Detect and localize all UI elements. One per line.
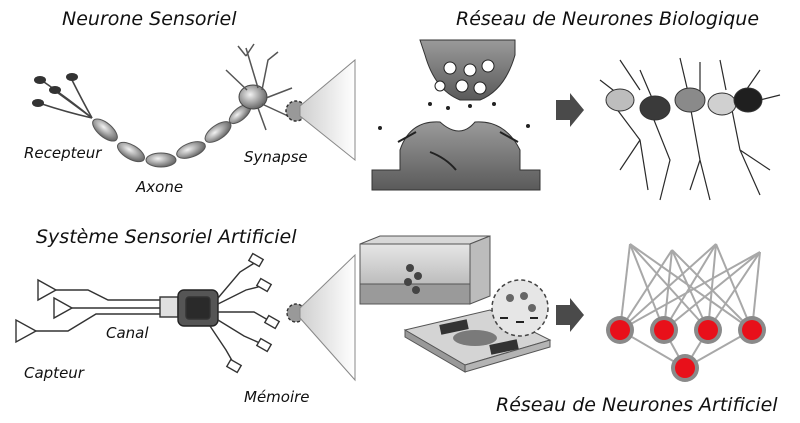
arrow-bottom <box>556 298 584 332</box>
ann-node <box>654 320 674 340</box>
ann-node <box>610 320 630 340</box>
biological-network <box>599 57 781 201</box>
synapse-closeup <box>371 39 541 191</box>
label-sensor: Capteur <box>24 364 84 382</box>
title-sensory-neuron: Neurone Sensoriel <box>62 8 237 30</box>
artificial-sensory-system <box>15 252 306 374</box>
label-channel: Canal <box>106 324 149 342</box>
label-axon: Axone <box>136 178 184 196</box>
ann-node <box>742 320 762 340</box>
zoom-cone-top <box>299 58 356 162</box>
ann-connection <box>619 249 673 331</box>
memory-device <box>359 235 552 373</box>
ann-connection <box>619 243 631 331</box>
ann-connection <box>707 251 761 331</box>
artificial-network <box>606 243 766 382</box>
zoom-cone-bottom <box>299 253 356 382</box>
label-memory: Mémoire <box>244 388 310 406</box>
ann-connection <box>619 243 717 331</box>
ann-node <box>698 320 718 340</box>
ann-connection <box>663 251 761 331</box>
ann-connection <box>663 243 717 331</box>
arrow-top <box>556 93 584 127</box>
title-biological-network: Réseau de Neurones Biologique <box>456 8 760 30</box>
ann-connection <box>707 243 717 331</box>
title-artificial-sensory-system: Système Sensoriel Artificiel <box>36 226 297 248</box>
ann-node <box>675 358 695 378</box>
ann-connection <box>619 251 761 331</box>
label-receptor: Recepteur <box>24 144 102 162</box>
ann-connection <box>715 243 753 331</box>
label-synapse: Synapse <box>244 148 308 166</box>
title-artificial-network: Réseau de Neurones Artificiel <box>496 394 778 416</box>
